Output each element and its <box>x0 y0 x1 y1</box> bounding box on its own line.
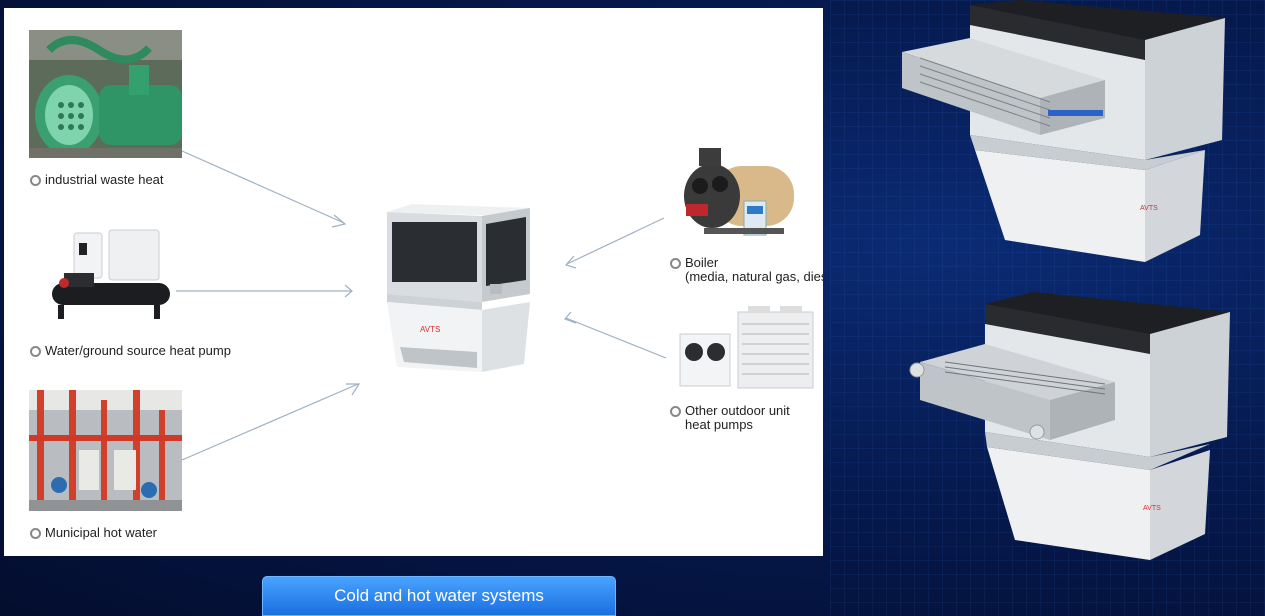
bullet-icon <box>670 406 681 417</box>
industrial-waste-heat-photo <box>29 30 182 158</box>
bullet-icon <box>670 258 681 269</box>
outdoor-text-line2: heat pumps <box>685 417 753 432</box>
boiler-text-line2: (media, natural gas, diese <box>685 269 823 284</box>
bullet-icon <box>30 346 41 357</box>
source-label-outdoor-unit: Other outdoor unit heat pumps <box>670 404 790 432</box>
bullet-icon <box>30 175 41 186</box>
arrow-waste-heat <box>181 150 345 224</box>
heat-source-diagram: industrial waste heat Water/ground sourc… <box>4 8 823 556</box>
municipal-hot-water-photo <box>29 390 182 511</box>
source-label-municipal: Municipal hot water <box>30 526 157 540</box>
arrow-outdoor <box>565 317 667 359</box>
source-label-boiler: Boiler (media, natural gas, diese <box>670 256 823 284</box>
outdoor-text-line1: Other outdoor unit <box>685 403 790 418</box>
connection-arrows <box>176 150 667 461</box>
boiler-photo <box>674 146 802 244</box>
arrow-boiler <box>566 217 665 265</box>
ground-source-heat-pump-photo <box>44 228 174 323</box>
ground-source-text: Water/ground source heat pump <box>45 343 231 358</box>
source-label-waste-heat: industrial waste heat <box>30 173 164 187</box>
side-unit-top: AVTS <box>900 0 1230 265</box>
caption-text: Cold and hot water systems <box>334 586 544 605</box>
bullet-icon <box>30 528 41 539</box>
source-label-ground-source: Water/ground source heat pump <box>30 344 231 358</box>
side-unit-top-brand: AVTS <box>1140 205 1158 212</box>
waste-heat-text: industrial waste heat <box>45 172 164 187</box>
center-heat-pump-unit: AVTS <box>382 202 532 374</box>
arrow-municipal <box>181 383 359 461</box>
caption-button[interactable]: Cold and hot water systems <box>262 576 616 616</box>
center-unit-brand: AVTS <box>420 325 440 334</box>
side-unit-bottom: AVTS <box>905 292 1235 562</box>
boiler-text-line1: Boiler <box>685 255 719 270</box>
side-unit-bottom-brand: AVTS <box>1143 505 1161 512</box>
outdoor-unit-heat-pump-photo <box>676 304 816 392</box>
municipal-text: Municipal hot water <box>45 525 157 540</box>
